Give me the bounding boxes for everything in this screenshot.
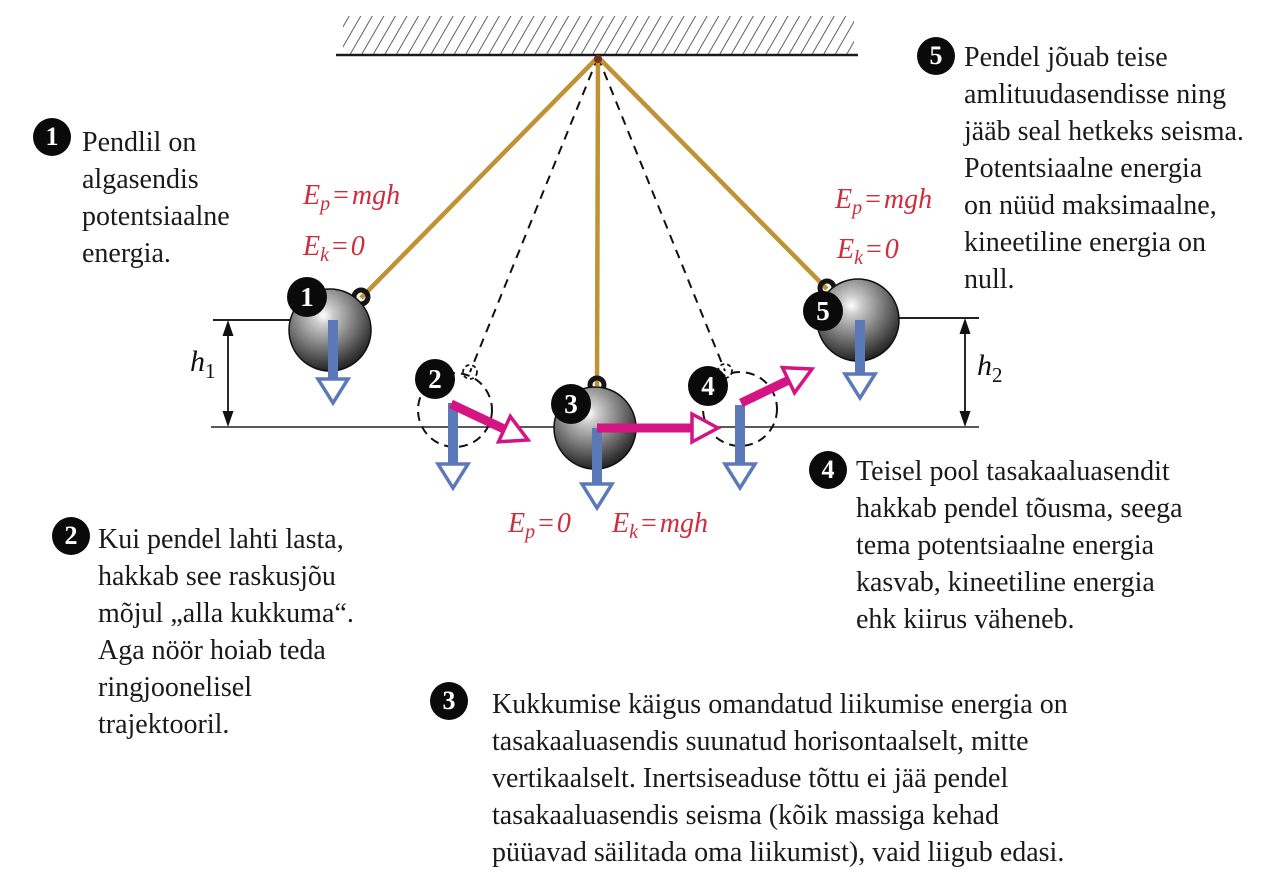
gravity-arrow-pos2 <box>434 403 472 492</box>
note-5-badge: 5 <box>917 37 955 75</box>
string-pos3 <box>594 56 601 387</box>
note-1-badge: 1 <box>33 118 71 156</box>
bob-badge-3 <box>551 384 591 424</box>
gravity-arrow-pos5 <box>841 320 879 402</box>
note-3-badge: 3 <box>430 682 468 720</box>
formula-ep-pos1: Ep=mgh <box>303 180 401 215</box>
string-pos5 <box>596 55 829 291</box>
note-3-text: Kukkumise käigus omandatud liikumise ene… <box>492 689 1068 868</box>
formula-ep-pos5: Ep=mgh <box>835 184 933 219</box>
bob-badge-1-num: 1 <box>300 282 314 312</box>
string-dashed-pos2 <box>469 56 599 373</box>
gravity-arrows <box>314 320 879 512</box>
h2-label: h2 <box>977 349 1003 387</box>
note-2-badge: 2 <box>52 517 90 555</box>
diagram-badges: 1 2 3 4 5 <box>287 277 843 424</box>
bob-badge-1 <box>287 277 327 317</box>
h1-label: h1 <box>190 345 216 383</box>
pendulum-strings <box>359 55 829 387</box>
bob-badge-2-num: 2 <box>428 364 442 394</box>
ghost-hook-pos2 <box>462 364 478 380</box>
ghost-bob-pos2 <box>417 372 493 448</box>
bob-badge-5 <box>803 291 843 331</box>
gravity-arrow-pos4 <box>721 405 759 492</box>
string-dashed-pos4 <box>597 56 726 372</box>
bob-badge-4-num: 4 <box>701 371 715 401</box>
gravity-arrow-pos1 <box>314 320 352 407</box>
velocity-arrow-pos2 <box>449 399 532 444</box>
string-pos1 <box>359 55 600 300</box>
pivot-point <box>594 55 602 63</box>
velocity-arrow-pos4 <box>739 365 816 408</box>
note-2-text: Kui pendel lahti lasta, hakkab see rasku… <box>98 524 354 740</box>
bob-badge-4 <box>688 366 728 406</box>
formula-ek-pos3: Ek=mgh <box>612 508 709 543</box>
h1-measure-arrow <box>222 320 234 427</box>
gravity-arrow-pos3 <box>578 428 616 512</box>
note-1-text: Pendlil on algasendis potentsiaalne ener… <box>82 127 230 269</box>
velocity-arrows <box>449 365 816 445</box>
note-4-badge: 4 <box>809 451 847 489</box>
velocity-arrow-pos3 <box>597 411 722 445</box>
bob-badge-5-num: 5 <box>816 296 830 326</box>
bob-badge-3-num: 3 <box>564 389 578 419</box>
formula-ek-pos1: Ek=0 <box>303 231 365 266</box>
ceiling-hatch <box>343 16 854 54</box>
h2-measure-arrow <box>959 318 971 427</box>
ghost-bob-pos4 <box>702 371 778 447</box>
formula-ek-pos5: Ek=0 <box>837 234 899 269</box>
note-5-text: Pendel jõuab teise amlituudasendisse nin… <box>964 42 1244 295</box>
bob-badge-2 <box>415 359 455 399</box>
note-4-text: Teisel pool tasakaaluasendit hakkab pend… <box>856 456 1183 635</box>
formula-ep-pos3: Ep=0 <box>508 508 571 543</box>
